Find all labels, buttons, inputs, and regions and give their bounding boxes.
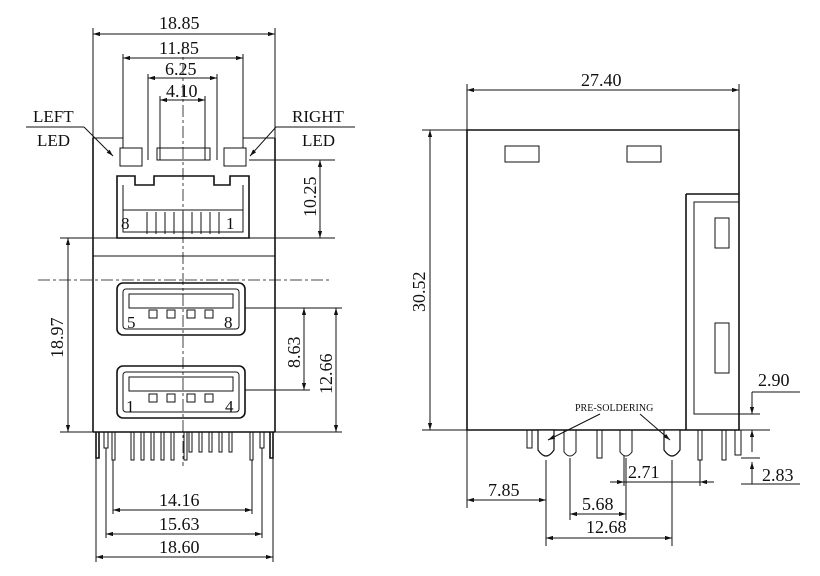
usb-lower-pin-1: 1: [126, 397, 135, 416]
dim-2-90: 2.90: [758, 370, 790, 390]
dim-8-63: 8.63: [284, 337, 304, 369]
front-housing: [92, 137, 276, 433]
side-view: PRE-SOLDERING 27.40 30.52 2.90: [409, 70, 800, 546]
front-right-dimensions: 10.25 8.63 12.66: [245, 159, 342, 433]
right-led-window: [223, 147, 247, 167]
rj45-pin-1: 1: [226, 214, 235, 233]
rj45-pin-8: 8: [121, 214, 130, 233]
dim-12-68: 12.68: [586, 517, 627, 537]
dim-11-85: 11.85: [159, 38, 199, 58]
side-top-dimension: 27.40: [466, 70, 740, 130]
front-left-dimensions: 18.97: [47, 237, 117, 433]
pre-solder-right: [663, 429, 681, 457]
side-housing: [466, 129, 760, 431]
usb-upper-pin-8: 8: [224, 313, 233, 332]
left-led-label-line2: LED: [37, 131, 70, 150]
pre-soldering-label: PRE-SOLDERING: [575, 403, 653, 414]
dim-10-25: 10.25: [300, 177, 320, 218]
dim-30-52: 30.52: [409, 272, 429, 313]
right-led-label-line2: LED: [302, 131, 335, 150]
dim-14-16: 14.16: [159, 490, 200, 510]
dim-4-10: 4.10: [166, 81, 198, 101]
dim-6-25: 6.25: [165, 59, 197, 79]
dim-2-71: 2.71: [628, 462, 660, 482]
pre-solder-left: [537, 429, 555, 457]
rj45-contacts: [146, 212, 220, 234]
front-pins: [95, 431, 274, 461]
pre-soldering-callout: PRE-SOLDERING: [547, 403, 671, 441]
usb-port-lower: 1 4: [116, 365, 246, 419]
dim-27-40: 27.40: [581, 70, 622, 90]
dim-15-63: 15.63: [159, 514, 200, 534]
dim-2-83: 2.83: [762, 465, 794, 485]
usb-upper-pin-5: 5: [127, 313, 136, 332]
front-view: 8 1 LEFT LED RIGHT LED 5 8: [26, 13, 355, 562]
side-left-dimension: 30.52: [409, 129, 467, 431]
left-led-label-line1: LEFT: [33, 107, 74, 126]
side-right-dimensions: 2.90 2.83: [739, 370, 800, 485]
usb-port-upper: 5 8: [116, 282, 246, 336]
right-led-label-line1: RIGHT: [292, 107, 345, 126]
led-labels: LEFT LED RIGHT LED: [26, 107, 355, 157]
dim-5-68: 5.68: [582, 494, 614, 514]
side-bottom-dimensions: 2.71 7.85 5.68 12.68: [466, 430, 714, 546]
dim-18-97: 18.97: [47, 318, 67, 359]
front-bottom-dimensions: 14.16 15.63 18.60: [95, 448, 274, 562]
dim-18-85: 18.85: [159, 13, 200, 33]
dim-7-85: 7.85: [488, 480, 520, 500]
left-led-window: [119, 147, 143, 167]
front-top-dimensions: 18.85 11.85 6.25 4.10: [92, 13, 276, 160]
dim-12-66: 12.66: [316, 354, 336, 395]
usb-lower-pin-4: 4: [225, 397, 234, 416]
dim-18-60: 18.60: [159, 537, 200, 557]
